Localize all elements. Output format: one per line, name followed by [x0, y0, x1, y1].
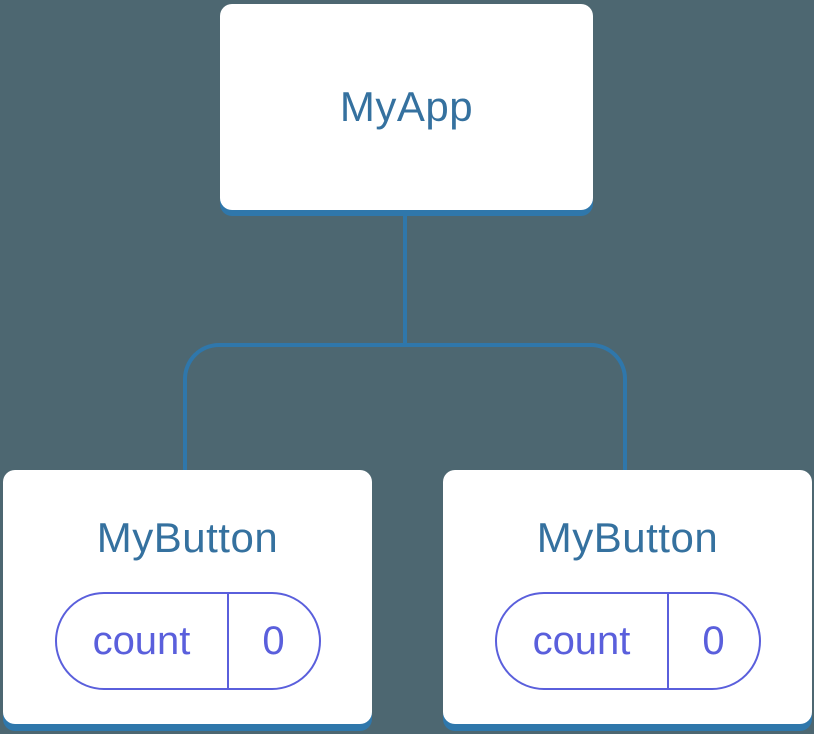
tree-node-root: MyApp — [220, 4, 593, 210]
state-pill: count 0 — [494, 592, 761, 691]
child-node-label: MyButton — [96, 514, 279, 561]
state-key: count — [497, 594, 669, 689]
child-node-label: MyButton — [536, 514, 719, 561]
connector-bracket — [183, 343, 627, 470]
state-key: count — [57, 594, 229, 689]
state-value: 0 — [262, 618, 285, 663]
root-node-label: MyApp — [339, 82, 474, 130]
state-value: 0 — [702, 618, 725, 663]
state-pill: count 0 — [54, 592, 321, 691]
connector-stem — [403, 212, 407, 345]
tree-node-child-right: MyButton count 0 — [443, 470, 812, 724]
tree-node-child-left: MyButton count 0 — [3, 470, 372, 724]
